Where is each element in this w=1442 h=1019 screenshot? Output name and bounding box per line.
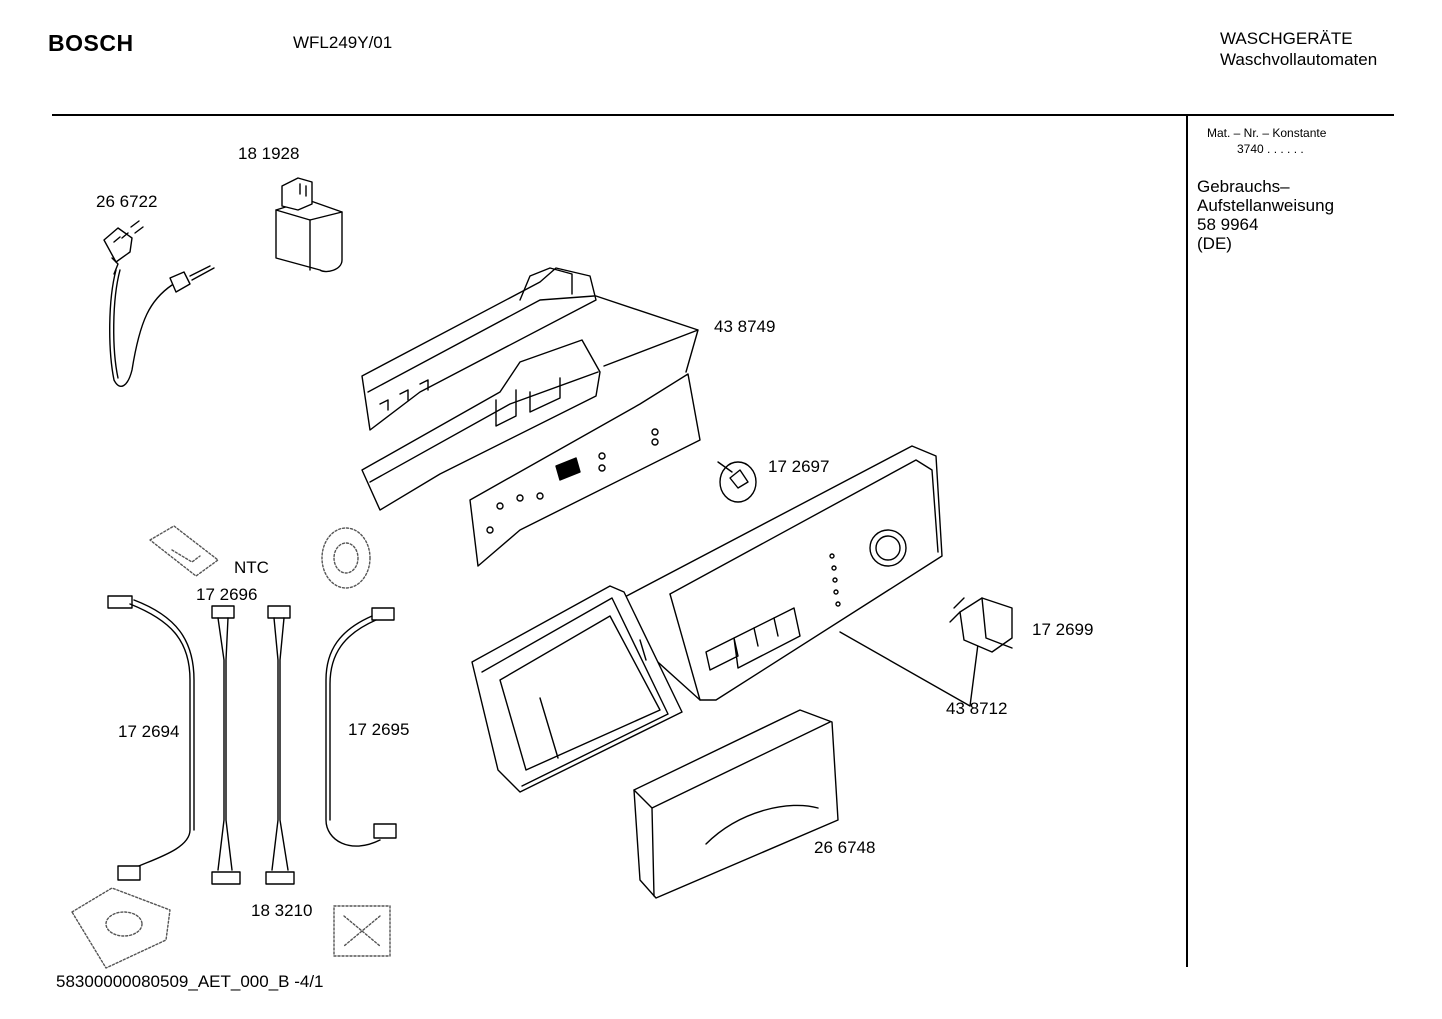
pump-ghost-lower-left [71,887,171,969]
front-control-panel [599,445,943,701]
brand-logo: BOSCH [48,30,134,56]
part-label-183210: 18 3210 [251,901,313,920]
header-divider [52,114,1394,116]
mat-nr-value: 3740 . . . . . . [1237,142,1304,156]
part-label-172699: 17 2699 [1032,620,1094,639]
harness-172695 [325,607,397,847]
program-knob-part [949,597,1013,653]
doc-language: (DE) [1197,234,1232,253]
drawer-handle-part [633,709,839,899]
category-title: WASCHGERÄTE [1220,29,1353,48]
mat-nr-header: Mat. – Nr. – Konstante [1207,126,1327,140]
suppressor-part [275,177,343,273]
doc-number: 58 9964 [1197,215,1259,234]
part-label-172696: 17 2696 [196,585,258,604]
harness-172696 [211,605,241,885]
part-label-181928: 18 1928 [238,144,300,163]
part-label-438712: 43 8712 [946,699,1008,718]
detergent-drawer-frame [471,585,683,793]
doc-title-line1: Gebrauchs– [1197,177,1290,196]
ntc-sensor-ghost [149,525,219,577]
part-label-172695: 17 2695 [348,720,410,739]
leader-lines-438712 [839,631,979,707]
pump-ghost-lower-right [333,905,391,957]
power-cord-part [103,220,215,388]
category-subtitle: Waschvollautomaten [1220,50,1378,69]
part-label-266748: 26 6748 [814,838,876,857]
module-frame-upper [361,267,597,431]
knob-axle-part [717,461,757,503]
part-label-172697: 17 2697 [768,457,830,476]
part-label-172694: 17 2694 [118,722,180,741]
harness-183210 [265,605,295,885]
model-number: WFL249Y/01 [293,33,393,52]
harness-172694 [107,595,195,881]
pump-ghost-upper [321,527,371,589]
part-label-438749: 43 8749 [714,317,776,336]
part-label-266722: 26 6722 [96,192,158,211]
part-label-ntc: NTC [234,558,269,577]
document-code: 58300000080509_AET_000_B -4/1 [56,972,324,991]
leader-lines-438749 [595,295,699,373]
control-circuit-board [469,373,701,567]
module-frame-lower [361,339,601,511]
sidebar-divider [1186,116,1188,967]
doc-title-line2: Aufstellanweisung [1197,196,1335,215]
